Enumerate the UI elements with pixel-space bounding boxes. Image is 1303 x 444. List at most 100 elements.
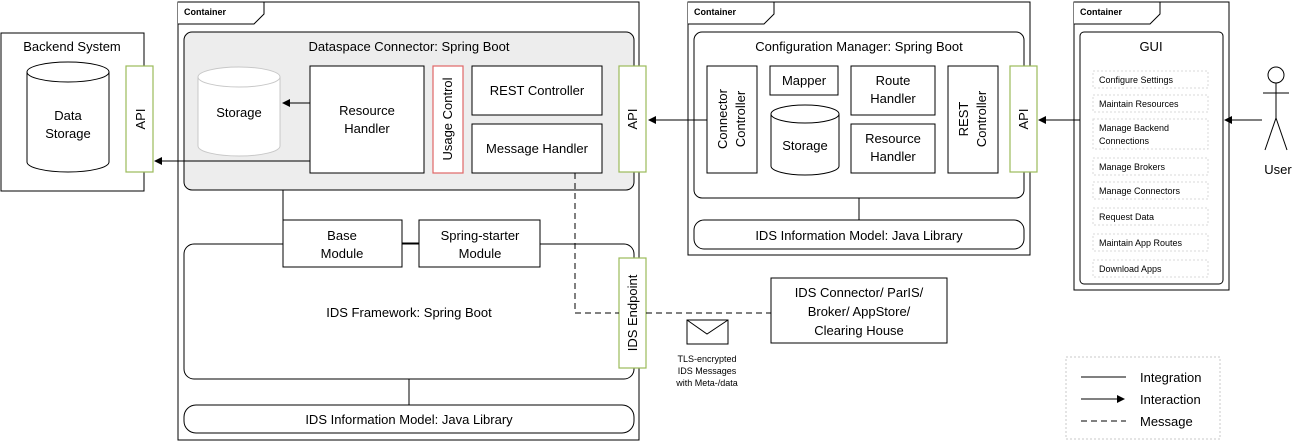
starter-module-label-2: Module [459,246,502,261]
usage-control-label: Usage Control [440,77,455,160]
ids-endpoint-box [618,257,647,369]
gui-item[interactable]: Download Apps [1092,259,1209,278]
base-module-label-2: Module [321,246,364,261]
gui-item-box [1092,118,1209,150]
mapper-label: Mapper [782,73,827,88]
gui-item-label: Maintain App Routes [1099,238,1183,248]
message-handler-box [471,123,603,174]
backend-api: API [125,65,154,173]
gui-item-box [1092,181,1209,200]
dataspace-connector-title: Dataspace Connector: Spring Boot [309,39,510,54]
external-participant-label-2: Broker/ AppStore/ [808,304,911,319]
connector-info-model-label: IDS Information Model: Java Library [305,412,513,427]
starter-module-label-1: Spring-starter [441,228,520,243]
envelope-icon [686,319,729,345]
route-handler-label-2: Handler [870,91,916,106]
gui-item[interactable]: Manage Connectors [1092,181,1209,200]
message-note-line-1: TLS-encrypted [677,354,736,364]
gui-item-label: Manage Brokers [1099,162,1166,172]
message-handler-label: Message Handler [486,141,589,156]
gui-item-box [1092,259,1209,278]
backend-system: Backend System Data Storage API [0,32,154,192]
gui-item-label: Manage Backend [1099,123,1169,133]
config-info-model-label: IDS Information Model: Java Library [755,228,963,243]
data-storage-cylinder: Data Storage [26,61,110,173]
gui-item-label: Request Data [1099,212,1154,222]
data-storage-label-1: Data [54,108,82,123]
resource-handler-box [309,65,425,174]
base-module-box [282,219,403,268]
base-module-label-1: Base [327,228,357,243]
gui-item-label: Maintain Resources [1099,99,1179,109]
connector-storage-label: Storage [216,105,262,120]
config-rest-controller-box [947,65,999,174]
connector-controller-label-1: Connector [715,88,730,149]
config-resource-handler-label-1: Resource [865,131,921,146]
gui-item[interactable]: Manage Brokers [1092,157,1209,176]
connector-controller-label-2: Controller [733,90,748,147]
external-participant-label-3: Clearing House [814,323,904,338]
route-handler-box [850,65,936,116]
config-storage-label: Storage [782,138,828,153]
config-rest-controller-label-2: Controller [974,90,989,147]
connector-api-label: API [625,109,640,130]
message-handler-to-endpoint [574,173,619,314]
gui-item-box [1092,94,1209,113]
gui-item-box [1092,233,1209,252]
gui-item[interactable]: Maintain App Routes [1092,233,1209,252]
legend: Integration Interaction Message [1065,356,1221,440]
configuration-manager-title: Configuration Manager: Spring Boot [755,39,963,54]
connector-container: Container Dataspace Connector: Spring Bo… [177,1,647,441]
backend-api-label: API [133,109,148,130]
message-note-line-2: IDS Messages [678,366,737,376]
user-actor [1263,66,1289,151]
gui-container-tab: Container [1080,7,1123,17]
connections [154,99,1262,405]
gui-container: Container GUI Configure SettingsMaintain… [1073,1,1230,291]
gui-item-box [1092,70,1209,89]
gui-item-box [1092,207,1209,226]
config-api-box [1009,65,1038,173]
user-label: User [1264,162,1292,177]
legend-message-label: Message [1140,414,1193,429]
route-handler-label-1: Route [876,73,911,88]
resource-handler-label-2: Handler [344,121,390,136]
gui-item-box [1092,157,1209,176]
resource-handler-label-1: Resource [339,103,395,118]
legend-interaction-label: Interaction [1140,392,1201,407]
gui-item[interactable]: Configure Settings [1092,70,1209,89]
message-note-line-3: with Meta-/data [675,378,738,388]
data-storage-label-2: Storage [45,126,91,141]
external-participant-label-1: IDS Connector/ ParIS/ [795,285,924,300]
gui-item[interactable]: Maintain Resources [1092,94,1209,113]
gui-item-label: Configure Settings [1099,75,1174,85]
starter-module-box [418,219,541,268]
legend-box [1065,356,1221,440]
gui-item-label: Download Apps [1099,264,1162,274]
config-storage-cylinder: Storage [770,104,840,176]
user-head [1267,66,1285,84]
connector-api-box [618,65,647,173]
ids-endpoint-label: IDS Endpoint [625,274,640,351]
config-resource-handler-label-2: Handler [870,149,916,164]
ids-framework-label: IDS Framework: Spring Boot [326,305,492,320]
legend-integration-label: Integration [1140,370,1201,385]
backend-system-title: Backend System [23,39,121,54]
connector-rest-controller-label: REST Controller [490,83,585,98]
config-container-tab: Container [694,7,737,17]
connector-container-tab: Container [184,7,227,17]
config-api-label: API [1016,109,1031,130]
config-manager-container: Container Configuration Manager: Spring … [687,1,1038,256]
connector-controller-box [706,65,758,174]
gui-item-label: Manage Connectors [1099,186,1181,196]
external-participant-box [770,277,948,344]
config-rest-controller-label-1: REST [956,102,971,137]
usage-control-box [432,65,464,174]
gui-item-label: Connections [1099,136,1150,146]
gui-title: GUI [1139,39,1162,54]
gui-item[interactable]: Request Data [1092,207,1209,226]
mapper-box [769,65,839,96]
